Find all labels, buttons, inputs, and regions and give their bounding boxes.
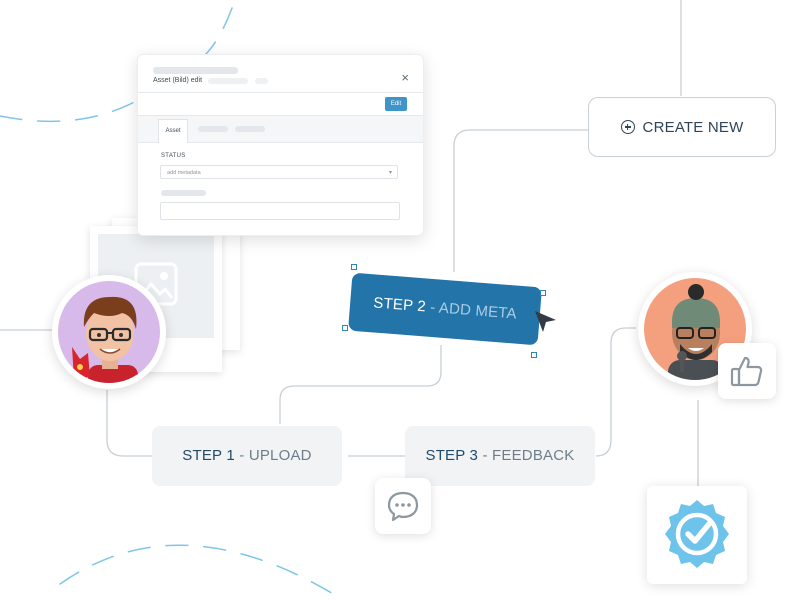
dialog-subtitle-placeholder bbox=[208, 78, 248, 84]
avatar-reviewer-illustration bbox=[668, 284, 724, 380]
resize-handle-top-right[interactable] bbox=[540, 290, 546, 296]
step-2-title: - ADD META bbox=[425, 298, 518, 323]
avatar-uploader-illustration bbox=[72, 296, 138, 383]
divider bbox=[138, 92, 423, 93]
create-new-label: CREATE NEW bbox=[642, 118, 744, 136]
tab-placeholder-3[interactable] bbox=[235, 126, 265, 132]
chat-bubble-icon bbox=[387, 491, 419, 522]
step-2-number: STEP 2 bbox=[372, 294, 427, 316]
step-1-upload[interactable]: STEP 1 - UPLOAD bbox=[152, 426, 342, 486]
avatar-uploader bbox=[52, 275, 166, 389]
step-3-title: - FEEDBACK bbox=[478, 447, 575, 464]
chevron-down-icon: ▾ bbox=[388, 170, 392, 176]
dialog-title: Asset (Bild) edit bbox=[153, 77, 203, 84]
tab-placeholder-2[interactable] bbox=[198, 126, 228, 132]
edit-button[interactable]: Edit bbox=[385, 97, 407, 111]
status-label: STATUS bbox=[161, 153, 186, 159]
chat-tile bbox=[375, 478, 431, 534]
plus-circle-icon bbox=[620, 120, 635, 134]
field-label-placeholder bbox=[161, 190, 206, 196]
step-1-title: - UPLOAD bbox=[234, 447, 312, 464]
metadata-input[interactable] bbox=[160, 202, 400, 220]
verified-badge-tile bbox=[647, 486, 747, 584]
metadata-select[interactable]: add metadata ▾ bbox=[160, 165, 398, 179]
dialog-subtitle-placeholder-2 bbox=[255, 78, 268, 84]
resize-handle-bottom-left[interactable] bbox=[342, 325, 348, 331]
tab-asset[interactable]: Asset bbox=[158, 119, 188, 143]
resize-handle-top-left[interactable] bbox=[351, 264, 357, 270]
dialog-breadcrumb-placeholder bbox=[153, 67, 238, 74]
metadata-select-value: add metadata bbox=[167, 170, 201, 176]
cursor-arrow-icon bbox=[535, 311, 556, 332]
create-new-button[interactable]: CREATE NEW bbox=[588, 97, 776, 157]
thumbs-up-icon bbox=[730, 356, 763, 387]
step-3-number: STEP 3 bbox=[425, 447, 479, 464]
step-1-number: STEP 1 bbox=[182, 447, 235, 464]
resize-handle-bottom-right[interactable] bbox=[531, 352, 537, 358]
asset-edit-dialog: Asset (Bild) edit × Edit Asset STATUS ad… bbox=[137, 54, 424, 236]
step-3-feedback[interactable]: STEP 3 - FEEDBACK bbox=[405, 426, 595, 486]
thumbs-up-tile bbox=[718, 343, 776, 399]
close-icon[interactable]: × bbox=[401, 70, 409, 85]
verified-badge-icon bbox=[665, 500, 729, 568]
